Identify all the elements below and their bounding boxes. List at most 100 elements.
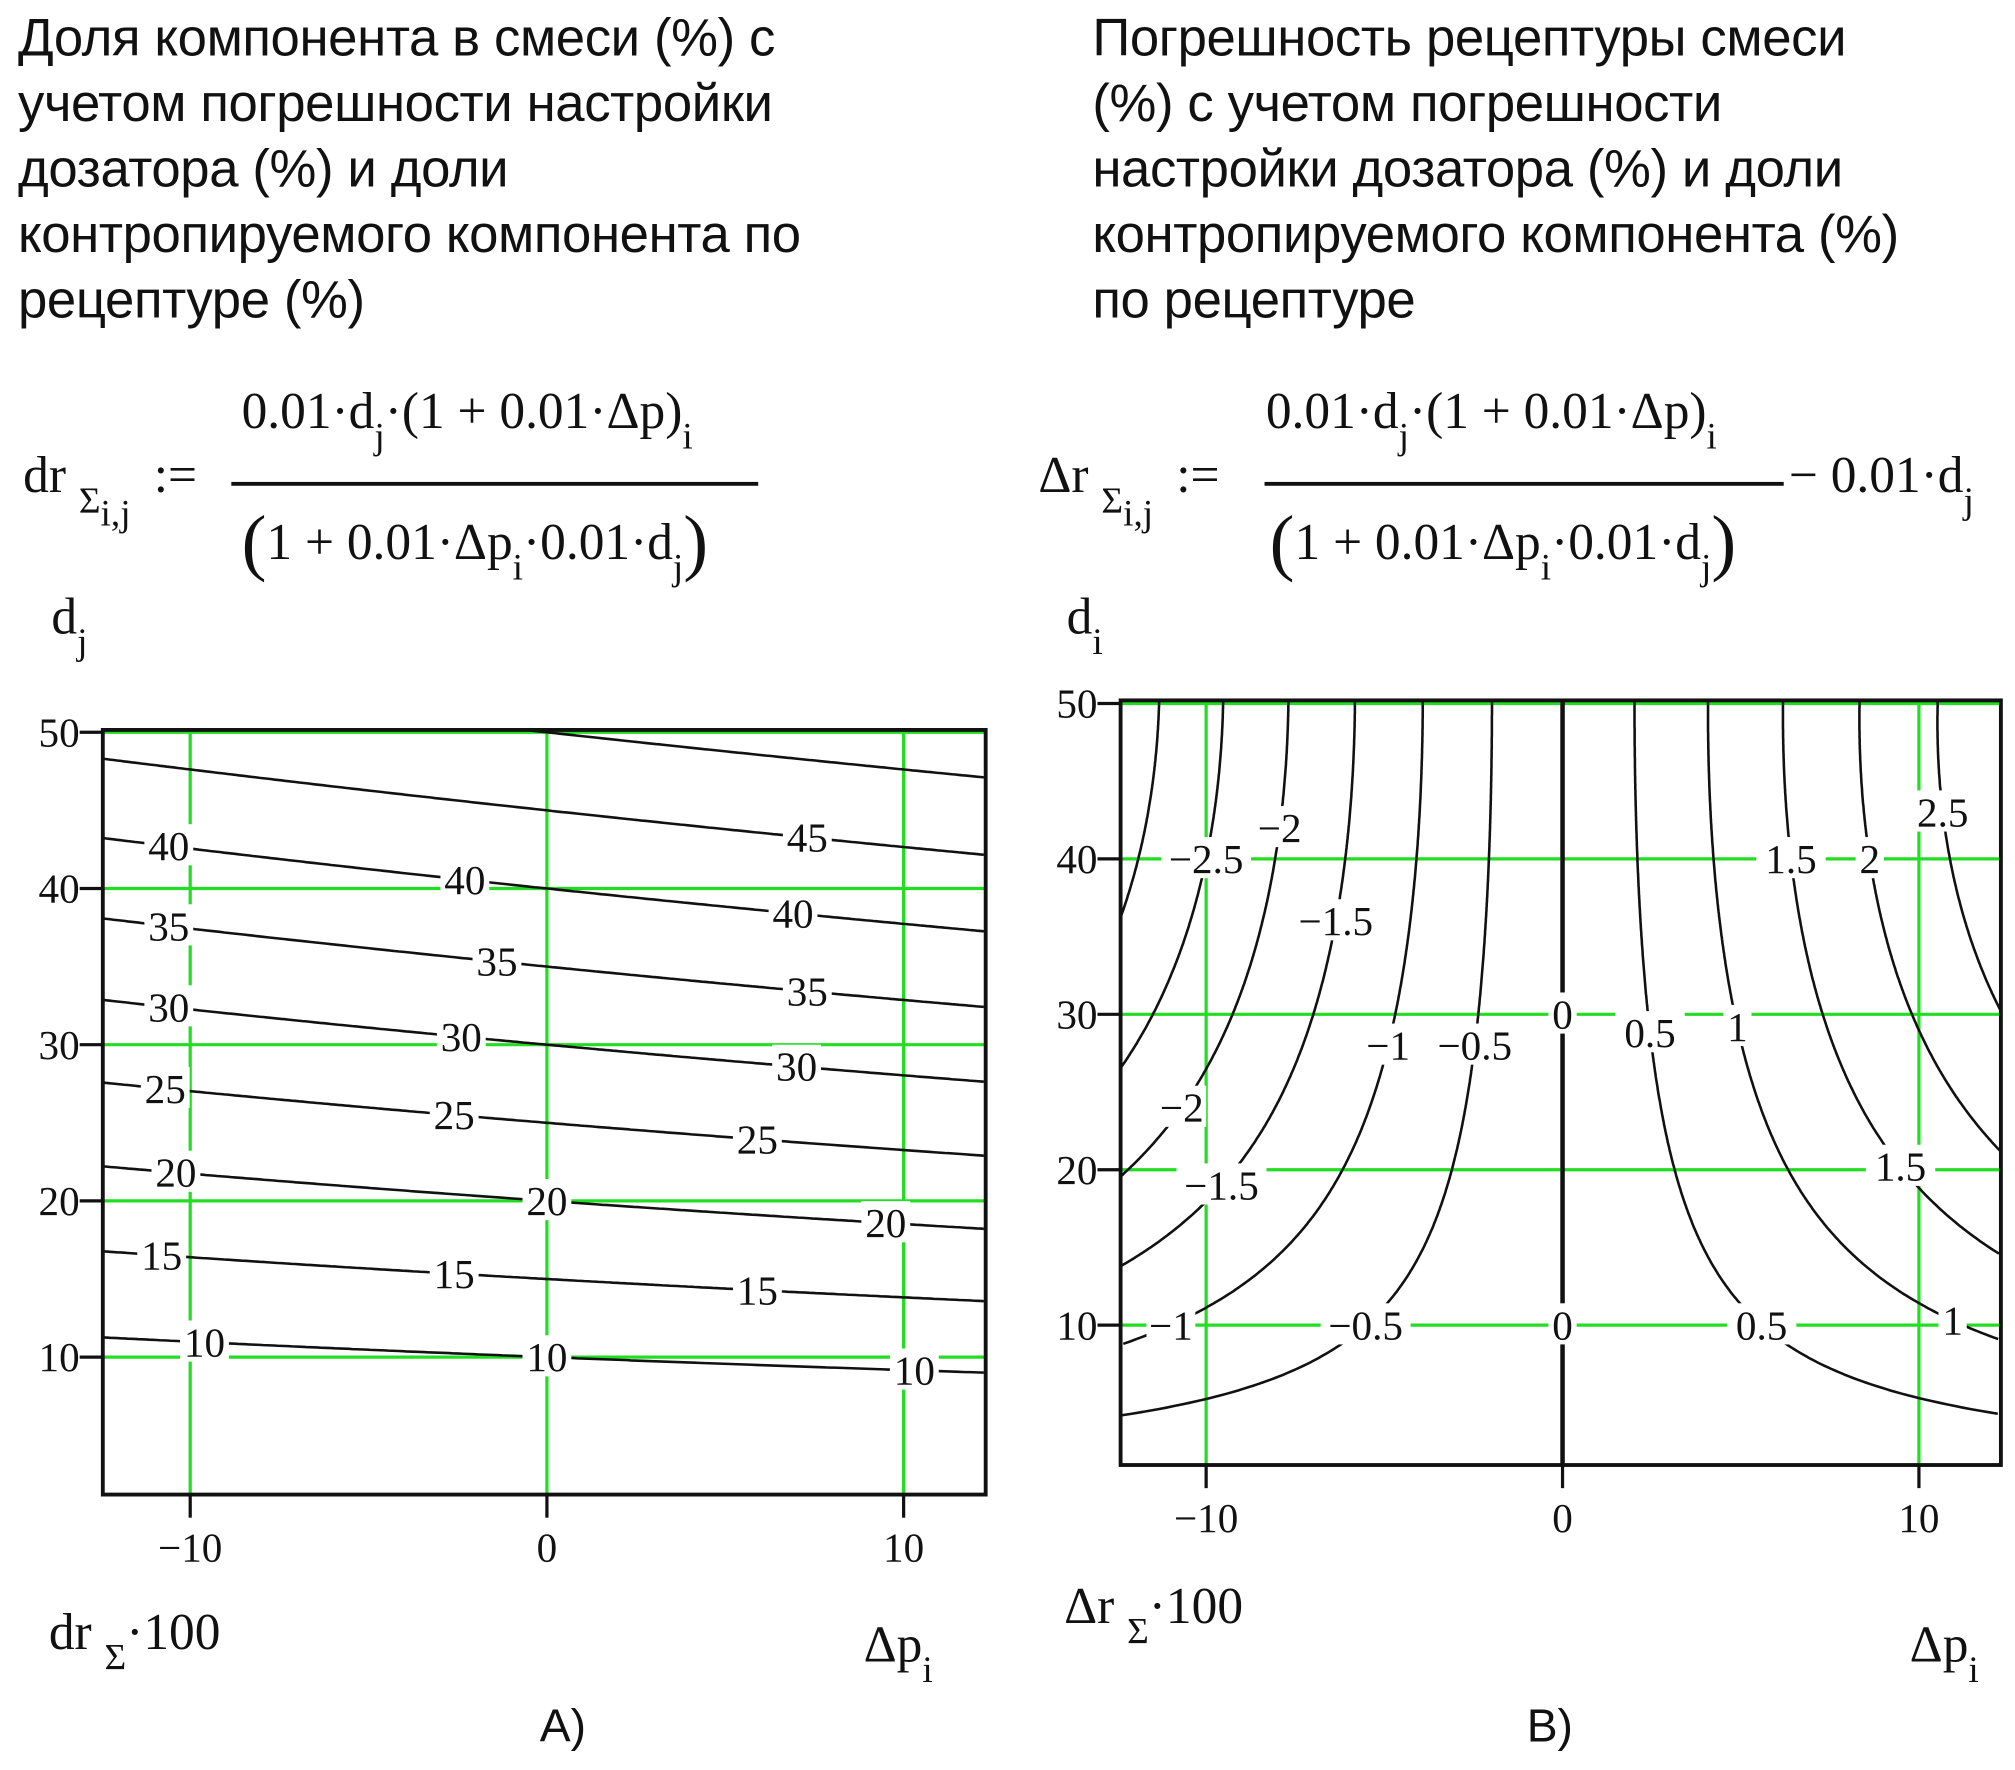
left-caption: A) [539,1698,587,1752]
contour-line [1119,700,1161,917]
x-tick-label: 10 [883,1524,924,1570]
contour-label: 15 [737,1267,778,1313]
heading-line: Доля компонента в смеси (%) с [17,7,775,67]
contour-label: −0.5 [1437,1023,1512,1069]
contour-label: 40 [444,857,485,903]
contour-label-bg [137,1233,187,1275]
den-part: ·0.01·d [523,512,673,571]
contour-label-bg [1161,837,1252,879]
contour-label-bg [151,1150,201,1192]
formula-lhs: dr Σi,j := [23,445,197,535]
lhs-index: i,j [1123,493,1154,535]
contour-label-bg [1938,1298,1967,1340]
contour-label: 30 [441,1014,482,1060]
contour-line [102,836,985,933]
contour-line [1120,700,1225,1068]
contour-label-bg [782,815,832,857]
contour-label-bg [1548,992,1577,1034]
var-sub: j [77,621,88,664]
x-tick-label: −10 [1174,1495,1238,1541]
paren: ( [241,499,267,584]
contour-label: 0 [1552,991,1573,1037]
den-part: ·0.01·d [1551,512,1702,571]
contour-line [102,1081,984,1157]
contour-label-bg [782,969,832,1011]
contour-label: 25 [737,1116,778,1162]
den-sub: j [1701,547,1712,589]
heading-line: контропируемого компонента по [17,204,801,264]
contour-line [102,1250,984,1303]
var-sub: i [922,1650,933,1692]
num-sub: i [682,416,693,458]
den-part: 1 + 0.01·Δp [266,512,513,571]
contour-line [1633,700,1999,1416]
contour-label-bg [1726,1303,1797,1345]
right-x-variable: Δpi [1910,1614,1979,1691]
formula-lhs: Δr Σi,j := [1038,445,1219,535]
plot-frame [100,728,988,1497]
contour-line [102,998,984,1083]
contour-label-bg [1320,1303,1411,1345]
contour-label-bg [772,1044,822,1086]
contour-label-bg [429,1093,479,1135]
contour-label-bg [889,1348,939,1390]
contour-label: 20 [865,1200,906,1246]
contour-label: −1.5 [1184,1162,1259,1208]
contour-label: 35 [476,939,517,985]
contour-line [1858,700,2002,1152]
x-tick-label: 10 [1898,1495,1939,1541]
contour-label-bg [140,1066,190,1109]
y-tick-label: 10 [39,1334,80,1380]
heading-line: настройки дозатора (%) и доли [1092,138,1843,198]
var-symbol: Δp [863,1615,923,1674]
formula-numerator: 0.01·dj·(1 + 0.01·Δp)i [241,380,693,458]
den-sub: i [1540,547,1552,589]
contour-label-bg [1290,899,1381,941]
contour-label-bg [1429,1023,1520,1065]
num-part: 0.01·d [1265,381,1399,440]
x-tick-label: 0 [537,1524,558,1570]
left-heading: Доля компонента в смеси (%) с учетом пог… [18,5,801,333]
num-part: ·(1 + 0.01·Δp) [1408,381,1707,440]
num-part: ·(1 + 0.01·Δp) [384,381,683,440]
contour-label: 0.5 [1624,1010,1675,1056]
plot-frame [1118,698,2003,1467]
contour-label-bg [180,1320,229,1362]
contour-label: 15 [141,1232,182,1278]
fraction-bar [1264,481,1784,486]
contour-label-bg [1723,1004,1752,1047]
lhs-index: i,j [100,493,131,535]
contour-label: 45 [787,815,828,861]
contour-label-bg [522,1335,572,1377]
heading-line: рецептуре (%) [17,269,365,329]
y-tick-label: 40 [39,866,80,912]
expr-sub: Σ [1127,1611,1149,1653]
left-plot-expression: dr Σ·100 [49,1601,221,1679]
num-part: 0.01·d [241,381,375,440]
contour-label-bg [1865,1144,1936,1186]
contour-label: 1.5 [1875,1144,1926,1190]
num-sub: i [1706,416,1717,458]
contour-label-bg [436,1014,486,1056]
left-x-variable: Δpi [863,1614,933,1691]
contour-label-bg [861,1201,911,1243]
var-symbol: d [51,587,78,646]
contour-label: 2.5 [1917,789,1968,835]
contour-label-bg [1363,1023,1413,1065]
contour-label-bg [1157,1085,1207,1127]
formula-tail: − 0.01·dj [1789,445,1974,522]
y-tick-label: 20 [39,1178,80,1224]
left-y-variable: dj [51,586,87,663]
expr-symbol: Δr [1064,1576,1115,1635]
paren: ) [1711,499,1737,584]
den-sub: i [512,547,524,589]
contour-label-bg [1756,837,1826,879]
num-sub: j [374,416,385,458]
den-sub: j [672,547,684,589]
contour-label-bg [1855,837,1884,879]
contour-label-bg [144,824,194,866]
